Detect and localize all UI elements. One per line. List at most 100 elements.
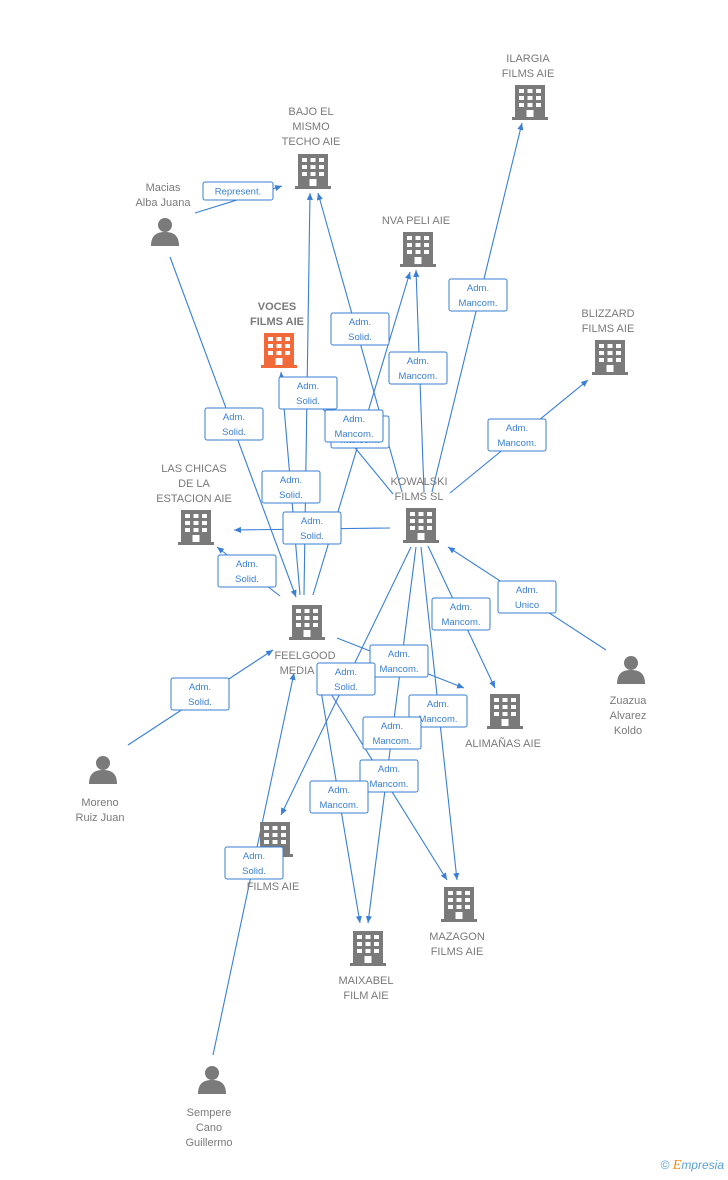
node-label: Guillermo bbox=[185, 1137, 232, 1149]
edge-label-text: Adm. bbox=[328, 785, 350, 796]
edge-label-kowalski-to-mazagon[interactable]: Adm. Mancom. bbox=[408, 694, 468, 728]
node-alimanas[interactable]: ALIMAÑAS AIE bbox=[465, 694, 541, 750]
node-label: VOCES bbox=[258, 301, 297, 313]
building-icon bbox=[512, 85, 548, 120]
node-label: Macias bbox=[146, 182, 181, 194]
edge-label-text: Mancom. bbox=[458, 298, 497, 309]
node-label: BLIZZARD bbox=[581, 308, 634, 320]
edge-label-text: Adm. bbox=[407, 356, 429, 367]
node-label: ALIMAÑAS AIE bbox=[465, 737, 541, 750]
edge-label-feelgood-to-voces[interactable]: Adm. Solid. bbox=[261, 470, 321, 504]
node-label: Ruiz Juan bbox=[76, 812, 125, 824]
edge-label-kowalski-to-bajo[interactable]: Adm.Solid. bbox=[330, 312, 390, 346]
node-label: FILMS AIE bbox=[582, 323, 635, 335]
edge-label-kowalski-to-chicas[interactable]: Adm.Solid. bbox=[282, 511, 342, 545]
node-label: ILARGIA bbox=[506, 53, 550, 65]
building-icon bbox=[400, 232, 436, 267]
edge-label-text: Adm. bbox=[450, 602, 472, 613]
edge-label-box bbox=[202, 181, 274, 201]
node-voces[interactable]: VOCES FILMS AIE bbox=[250, 301, 304, 368]
node-label: MISMO bbox=[292, 121, 330, 133]
edge-label-text: Adm. bbox=[427, 699, 449, 710]
node-label: DE LA bbox=[178, 478, 210, 490]
edge-label-text: Adm. bbox=[516, 585, 538, 596]
edge-label-kowalski-to-alimanas[interactable]: Adm.Mancom. bbox=[431, 597, 491, 631]
edge-label-text: Mancom. bbox=[418, 714, 457, 725]
edge-label-text: Adm. bbox=[467, 283, 489, 294]
edge-label-text: Adm. bbox=[297, 381, 319, 392]
footer-credit: © Empresia bbox=[661, 1158, 724, 1174]
node-label: Koldo bbox=[614, 725, 642, 737]
edge-label-feelgood-to-bajo[interactable]: Adm. Solid. bbox=[278, 376, 338, 410]
building-icon bbox=[289, 605, 325, 640]
edge-label-sempere-to-feelgood[interactable]: Adm.Solid. bbox=[224, 846, 284, 880]
node-nva[interactable]: NVA PELI AIE bbox=[382, 215, 450, 267]
edge-label-feelgood-to-alimanas[interactable]: Adm. Mancom. bbox=[369, 644, 429, 678]
edge-label-zuazua-to-kowalski[interactable]: Adm.Unico bbox=[497, 580, 557, 614]
edge-label-text: Mancom. bbox=[372, 736, 411, 747]
edge-label-kowalski-to-maixabel[interactable]: Adm. Mancom. bbox=[362, 716, 422, 750]
edge-label-box bbox=[431, 597, 491, 631]
edge-label-kowalski-to-ilargia[interactable]: Adm. Mancom. bbox=[448, 278, 508, 312]
building-icon bbox=[592, 340, 628, 375]
building-icon bbox=[403, 508, 439, 543]
node-blizzard[interactable]: BLIZZARD FILMS AIE bbox=[581, 308, 635, 375]
edge-label-macias-to-bajo[interactable]: Represent. bbox=[202, 181, 274, 201]
edge-label-box bbox=[369, 644, 429, 678]
edge-label-text: Adm. bbox=[381, 721, 403, 732]
node-label: Cano bbox=[196, 1122, 222, 1134]
edge-label-text: Mancom. bbox=[379, 664, 418, 675]
edge-label-feelgood-to-nva[interactable]: Adm.Mancom. bbox=[324, 409, 384, 443]
edge-label-text: Adm. bbox=[280, 475, 302, 486]
edge-label-text: Adm. bbox=[243, 851, 265, 862]
edge-label-text: Adm. bbox=[388, 649, 410, 660]
edge-label-feelgood-to-chicas[interactable]: Adm.Solid. bbox=[217, 554, 277, 588]
building-icon bbox=[441, 887, 477, 922]
edge-label-box bbox=[309, 780, 369, 814]
edge-label-feelgood-to-mazagon[interactable]: Adm.Mancom. bbox=[359, 759, 419, 793]
edge-label-macias-to-feelgood[interactable]: Adm.Solid. bbox=[204, 407, 264, 441]
node-label: ESTACION AIE bbox=[156, 493, 232, 505]
edge-label-box bbox=[388, 351, 448, 385]
building-icon bbox=[295, 154, 331, 189]
node-label: FILMS SL bbox=[395, 491, 444, 503]
node-label: FILMS AIE bbox=[431, 946, 484, 958]
edge-label-text: Solid. bbox=[296, 396, 320, 407]
edge-label-text: Adm. bbox=[236, 559, 258, 570]
edge-label-box bbox=[217, 554, 277, 588]
edge-label-kowalski-to-gin[interactable]: Adm.Solid. bbox=[316, 662, 376, 696]
edge-label-box bbox=[362, 716, 422, 750]
edge-label-kowalski-to-nva[interactable]: Adm.Mancom. bbox=[388, 351, 448, 385]
edge-label-kowalski-to-blizzard[interactable]: Adm.Mancom. bbox=[487, 418, 547, 452]
person-icon bbox=[89, 756, 117, 784]
node-label: FILM AIE bbox=[343, 990, 388, 1002]
edge-label-text: Adm. bbox=[506, 423, 528, 434]
edge-label-feelgood-to-maixabel[interactable]: Adm.Mancom. bbox=[309, 780, 369, 814]
node-label: Moreno bbox=[81, 797, 118, 809]
edge-label-text: Solid. bbox=[222, 427, 246, 438]
node-label: FILMS AIE bbox=[250, 316, 304, 328]
edge-label-moreno-to-feelgood[interactable]: Adm.Solid. bbox=[170, 677, 230, 711]
building-icon bbox=[261, 333, 297, 368]
edge-label-text: Mancom. bbox=[369, 779, 408, 790]
edge-label-box bbox=[487, 418, 547, 452]
person-icon bbox=[617, 656, 645, 684]
edge-label-text: Solid. bbox=[279, 490, 303, 501]
edge-label-text: Adm. bbox=[301, 516, 323, 527]
edge-label-box bbox=[408, 694, 468, 728]
building-icon bbox=[350, 931, 386, 966]
node-label: FILMS AIE bbox=[247, 881, 300, 893]
edge-label-box bbox=[224, 846, 284, 880]
